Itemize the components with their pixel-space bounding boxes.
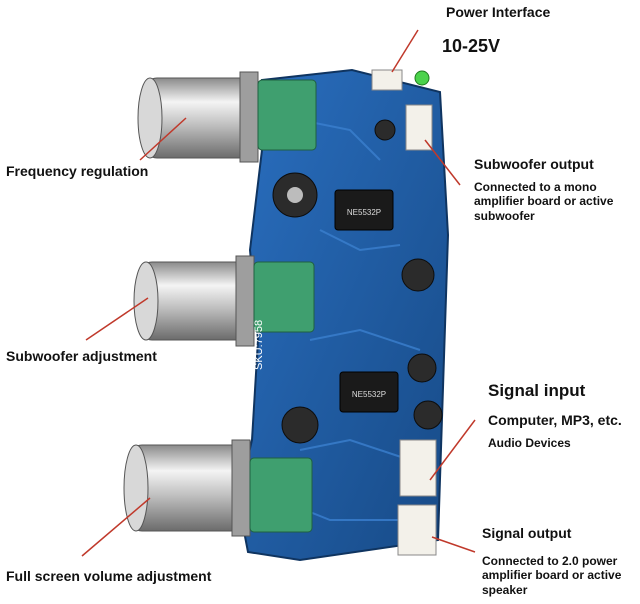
label-frequency-regulation: Frequency regulation (6, 163, 149, 179)
pot-frequency (257, 79, 317, 151)
label-subwoofer-adjustment: Subwoofer adjustment (6, 348, 157, 364)
label-signal-output-desc: Connected to 2.0 power amplifier board o… (482, 554, 622, 597)
input-connector (399, 439, 437, 497)
power-led (414, 70, 430, 86)
pot-volume (249, 457, 313, 533)
label-subwoofer-output: Subwoofer output (474, 156, 594, 172)
label-voltage: 10-25V (442, 36, 501, 56)
pcb-traces (279, 119, 421, 521)
capacitor-2 (401, 258, 435, 292)
label-signal-input: Signal input (488, 381, 586, 400)
label-subwoofer-output-desc: Connected to a mono amplifier board or a… (474, 180, 614, 223)
capacitor-3 (407, 353, 437, 383)
knob-frequency (137, 71, 259, 163)
chip-2 (339, 371, 399, 413)
output-connector (397, 504, 437, 556)
label-power-interface: Power Interface (446, 4, 551, 20)
capacitor-5 (281, 406, 319, 444)
label-signal-input-desc: Computer, MP3, etc. (488, 412, 622, 428)
pointer-lines (81, 29, 476, 557)
chip-1-label: NE5532P (347, 208, 381, 217)
board-sku: SKU:7958 (253, 320, 265, 370)
chip-1 (334, 189, 394, 231)
pot-subwoofer (253, 261, 315, 333)
label-signal-input-desc2: Audio Devices (488, 436, 571, 450)
label-signal-output: Signal output (482, 525, 572, 541)
capacitor-4 (413, 400, 443, 430)
label-full-volume-adjustment: Full screen volume adjustment (6, 568, 212, 584)
knob-volume (123, 439, 251, 537)
power-connector (371, 69, 403, 91)
chip-2-label: NE5532P (352, 390, 386, 399)
capacitor-6 (374, 119, 396, 141)
knob-subwoofer (133, 255, 255, 347)
